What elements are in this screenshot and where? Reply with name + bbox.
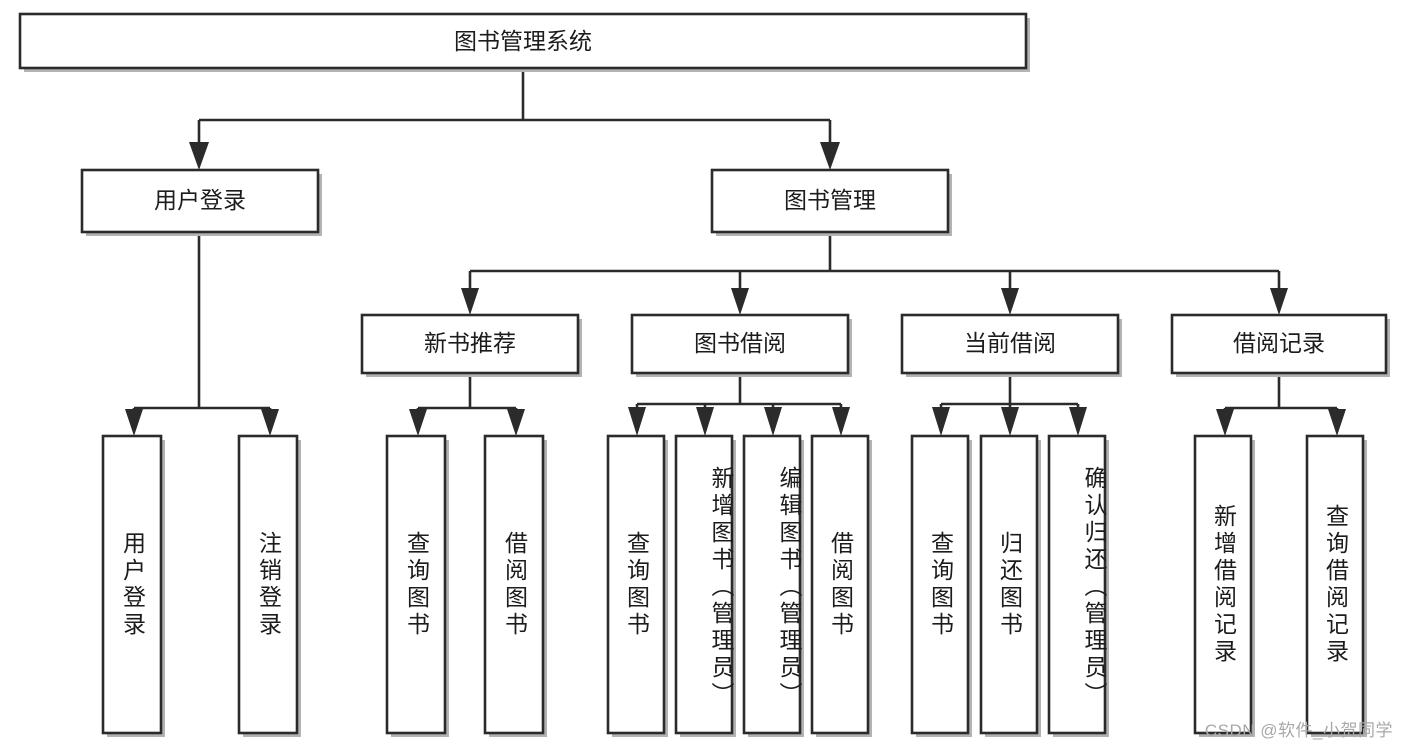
leaf-borrow-record-2-box[interactable]: [1305, 434, 1365, 735]
new-book-recommend-node-label: 新书推荐: [424, 330, 516, 356]
leaf-user-login-2-box[interactable]: [237, 434, 299, 735]
root-node-label: 图书管理系统: [454, 28, 592, 54]
arrow-bookmgmt-to-book-borrow: [731, 288, 749, 315]
book-mgmt-node-label: 图书管理: [784, 187, 876, 213]
arrow-currentborrow-leaf-1: [932, 407, 950, 436]
arrow-newbook-leaf-1: [409, 409, 427, 436]
arrow-bookmgmt-to-borrow-record: [1270, 288, 1288, 315]
arrow-bookmgmt-to-current-borrow: [1001, 288, 1019, 315]
leaf-new-book-1-box[interactable]: [385, 434, 447, 735]
leaf-book-borrow-1-box[interactable]: [606, 434, 666, 735]
current-borrow-node-label: 当前借阅: [964, 330, 1056, 356]
arrow-borrowrecord-leaf-1: [1216, 409, 1234, 436]
leaf-book-borrow-2-box[interactable]: [674, 434, 734, 735]
leaf-current-borrow-1-box[interactable]: [910, 434, 970, 735]
root-node-box[interactable]: [18, 12, 1028, 70]
arrow-userlogin-leaf-1: [125, 409, 143, 436]
leaf-book-borrow-3-box[interactable]: [742, 434, 802, 735]
user-login-node-box[interactable]: [80, 168, 320, 234]
arrow-currentborrow-leaf-2: [1001, 407, 1019, 436]
leaf-new-book-2-box[interactable]: [483, 434, 545, 735]
arrow-root-to-book-mgmt: [820, 142, 840, 170]
arrow-bookborrow-leaf-4: [832, 407, 850, 436]
watermark-text: CSDN @软件_小贺同学: [1204, 721, 1393, 740]
edge-layer: [125, 68, 1346, 436]
current-borrow-node-box[interactable]: [900, 313, 1120, 375]
leaf-current-borrow-2-box[interactable]: [979, 434, 1039, 735]
book-borrow-node-label: 图书借阅: [694, 330, 786, 356]
borrow-record-node-label: 借阅记录: [1233, 330, 1325, 356]
book-borrow-node-box[interactable]: [630, 313, 850, 375]
arrow-bookborrow-leaf-3: [764, 407, 782, 436]
arrow-bookborrow-leaf-2: [696, 407, 714, 436]
arrow-bookmgmt-to-new-book: [461, 288, 479, 315]
borrow-record-node-box[interactable]: [1170, 313, 1388, 375]
new-book-recommend-node-box[interactable]: [360, 313, 580, 375]
arrow-root-to-user-login: [189, 142, 209, 170]
leaf-current-borrow-3-box[interactable]: [1047, 434, 1107, 735]
book-mgmt-node-box[interactable]: [710, 168, 950, 234]
leaf-book-borrow-4-box[interactable]: [810, 434, 870, 735]
arrow-currentborrow-leaf-3: [1069, 407, 1087, 436]
arrow-userlogin-leaf-2: [261, 409, 279, 436]
arrow-bookborrow-leaf-1: [628, 407, 646, 436]
arrow-borrowrecord-leaf-2: [1328, 409, 1346, 436]
leaf-borrow-record-1-box[interactable]: [1193, 434, 1253, 735]
arrow-newbook-leaf-2: [507, 409, 525, 436]
leaf-user-login-1-box[interactable]: [101, 434, 163, 735]
node-layer: 图书管理系统 用户登录 图书管理 新书推荐 图书借阅 当前借阅 借阅记录: [18, 12, 1390, 737]
user-login-node-label: 用户登录: [154, 187, 246, 213]
